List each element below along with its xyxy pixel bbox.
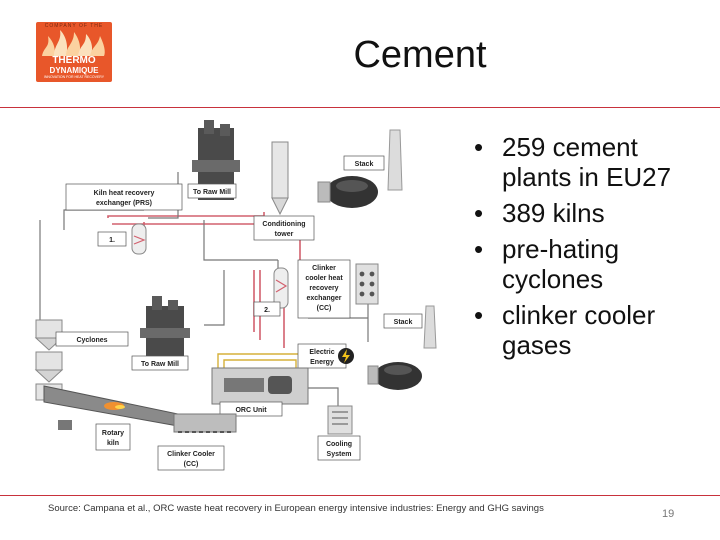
label-clinker-hx-2: cooler heat	[305, 275, 343, 282]
bullet-list: •259 cement plants in EU27 •389 kilns •p…	[474, 132, 714, 366]
diagram-labels-top: Kiln heat recovery exchanger (PRS) To Ra…	[65, 155, 385, 247]
label-to-raw-mill-bottom: To Raw Mill	[141, 361, 179, 368]
label-clinker-hx-5: (CC)	[317, 305, 332, 312]
rotary-kiln: Rotary kiln	[43, 385, 179, 451]
cooling-system: Cooling System	[317, 405, 361, 461]
bag-filter	[355, 263, 379, 305]
label-electric-2: Energy	[310, 359, 334, 366]
label-clinker-cooler-1: Clinker Cooler	[167, 451, 215, 458]
label-clinker-hx-3: recovery	[309, 285, 338, 292]
fan-bottom	[367, 362, 422, 390]
label-marker-1: 1.	[109, 237, 115, 244]
label-cooling-1: Cooling	[326, 441, 352, 448]
label-stack-bottom: Stack	[394, 319, 413, 326]
electric-energy: Electric Energy	[297, 343, 354, 369]
conditioning-tower	[271, 141, 289, 216]
label-kiln-hx-2: exchanger (PRS)	[96, 200, 152, 207]
marker-2-box: 2.	[253, 301, 281, 317]
stack-bottom: Stack	[383, 305, 437, 349]
orc-unit: ORC Unit	[211, 367, 309, 417]
label-clinker-cooler-2: (CC)	[184, 461, 199, 468]
bullet-text: 259 cement plants in EU27	[502, 132, 672, 192]
source-citation: Source: Campana et al., ORC waste heat r…	[48, 503, 544, 514]
label-marker-2: 2.	[264, 307, 270, 314]
logo-top-text: COMPANY OF THE	[44, 23, 104, 29]
bullet-item: •pre-hating cyclones	[474, 234, 620, 294]
raw-mill-bottom: To Raw Mill	[131, 296, 190, 371]
label-electric-1: Electric	[309, 349, 334, 356]
cement-plant-diagram: Kiln heat recovery exchanger (PRS) To Ra…	[34, 120, 437, 471]
bullet-item: •259 cement plants in EU27	[474, 132, 672, 192]
slide-title: Cement	[353, 34, 487, 76]
label-clinker-hx-1: Clinker	[312, 265, 336, 272]
logo-tagline: INNOVATION FOR HEAT RECOVERY	[43, 75, 105, 79]
clinker-heat-exchanger: Clinker cooler heat recovery exchanger (…	[273, 259, 351, 319]
page-number: 19	[662, 508, 675, 520]
bullet-text: 389 kilns	[502, 198, 605, 228]
clinker-cooler: Clinker Cooler (CC)	[157, 413, 237, 471]
fan-top	[317, 176, 378, 208]
logo-word-dynamique: DYNAMIQUE	[49, 66, 99, 75]
bottom-divider	[0, 495, 720, 496]
label-rotary-1: Rotary	[102, 430, 124, 437]
label-cooling-2: System	[327, 451, 352, 458]
stack-top	[387, 129, 403, 191]
logo-word-thermo: THERMO	[52, 55, 96, 66]
label-rotary-2: kiln	[107, 440, 119, 447]
bullet-text: pre-hating cyclones	[502, 234, 620, 294]
label-conditioning-1: Conditioning	[262, 221, 305, 228]
label-conditioning-2: tower	[275, 231, 294, 238]
flame-icon	[42, 30, 105, 56]
bullet-text: clinker cooler gases	[502, 300, 656, 360]
label-kiln-hx-1: Kiln heat recovery	[94, 190, 155, 197]
kiln-heat-exchanger	[131, 223, 147, 255]
bullet-item: •clinker cooler gases	[474, 300, 656, 360]
top-divider	[0, 107, 720, 108]
bullet-item: •389 kilns	[474, 198, 605, 228]
label-to-raw-mill-top: To Raw Mill	[193, 189, 231, 196]
company-logo: COMPANY OF THE THERMO DYNAMIQUE INNOVATI…	[36, 22, 112, 82]
label-cyclones: Cyclones	[76, 337, 107, 344]
label-clinker-hx-4: exchanger	[306, 295, 341, 302]
label-stack-top: Stack	[355, 161, 374, 168]
label-orc-unit: ORC Unit	[235, 407, 267, 414]
